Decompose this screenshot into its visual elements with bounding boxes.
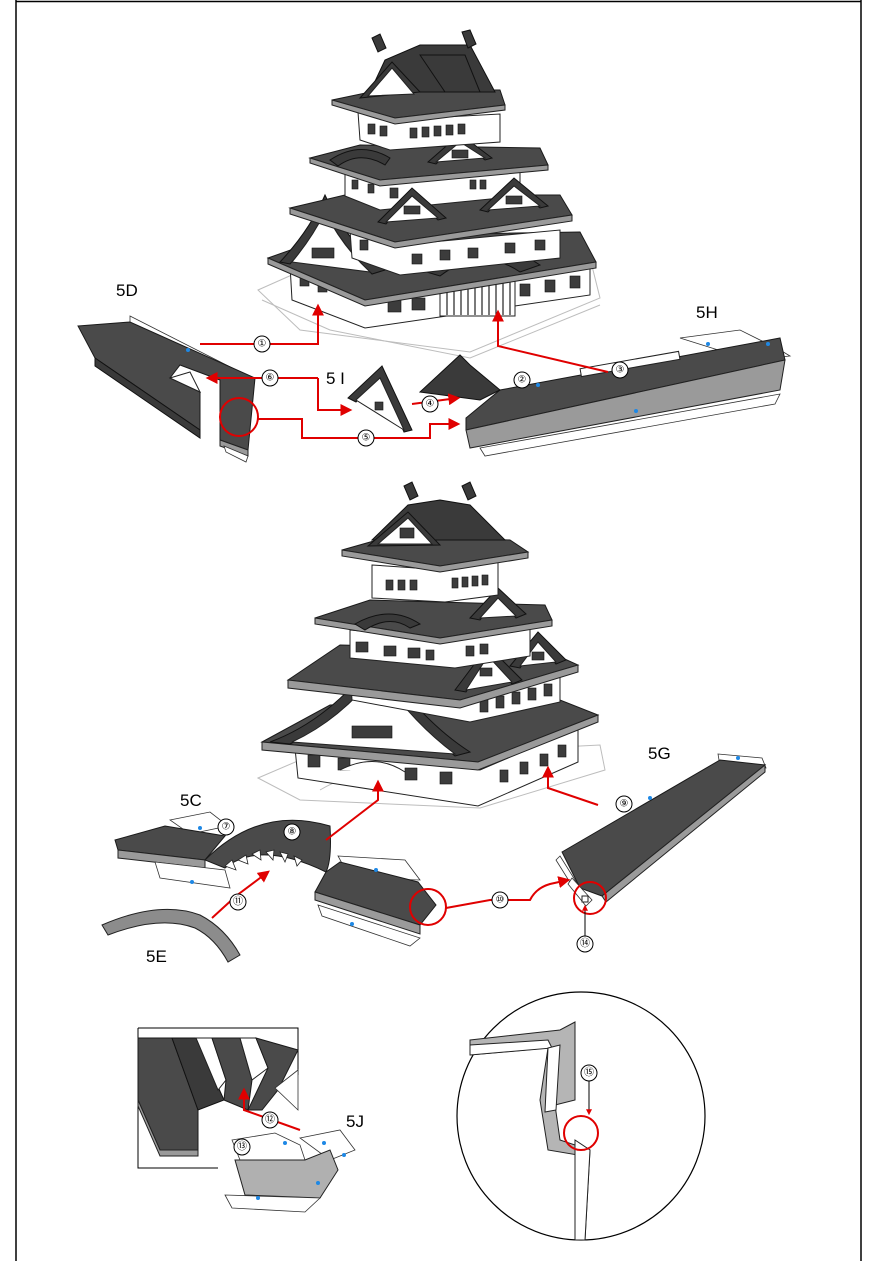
svg-text:⑬: ⑬ [237,1141,247,1153]
svg-text:⑨: ⑨ [620,799,629,810]
label-5J: 5J [346,1112,364,1131]
part-5H [418,329,792,457]
castle-middle-view [256,481,606,809]
label-5E: 5E [146,947,167,966]
part-5D [77,315,256,463]
step-13: ⑬ [233,1138,251,1156]
part-5E [101,908,241,963]
svg-text:⑥: ⑥ [266,373,275,384]
highlight-ring-5D [219,397,259,437]
step-3: ③ [611,361,629,379]
castle-top-view [257,29,601,359]
part-5G [555,753,767,907]
svg-text:⑪: ⑪ [233,896,243,908]
svg-text:⑭: ⑭ [580,938,590,950]
part-5I [347,365,413,433]
label-5C: 5C [180,791,202,810]
step-5: ⑤ [357,429,375,447]
step-8: ⑧ [283,823,301,841]
svg-text:②: ② [518,375,527,386]
step-15: ⑮ [580,1064,598,1082]
svg-text:⑩: ⑩ [496,895,505,906]
step-4: ④ [421,395,439,413]
svg-text:④: ④ [426,399,435,410]
step-2: ② [513,371,531,389]
step-14: ⑭ [576,935,594,953]
step-7: ⑦ [217,818,235,836]
step-10: ⑩ [491,891,509,909]
step-11: ⑪ [229,893,247,911]
part-5C [114,811,437,947]
svg-text:⑮: ⑮ [584,1067,594,1079]
step-9: ⑨ [615,795,633,813]
label-5I: 5 I [326,369,345,388]
highlight-ring-5G [573,881,607,915]
detail-inset-5J [137,1027,356,1213]
label-5D: 5D [116,281,138,300]
svg-text:⑦: ⑦ [222,822,231,833]
step-1: ① [253,335,271,353]
step-12: ⑫ [261,1111,279,1129]
label-5G: 5G [648,744,671,763]
svg-text:①: ① [258,339,267,350]
svg-text:③: ③ [616,365,625,376]
highlight-ring-detail [563,1115,599,1151]
svg-text:⑧: ⑧ [288,827,297,838]
label-5H: 5H [696,303,718,322]
svg-text:⑫: ⑫ [265,1114,275,1126]
step-6: ⑥ [261,369,279,387]
svg-text:⑤: ⑤ [362,433,371,444]
